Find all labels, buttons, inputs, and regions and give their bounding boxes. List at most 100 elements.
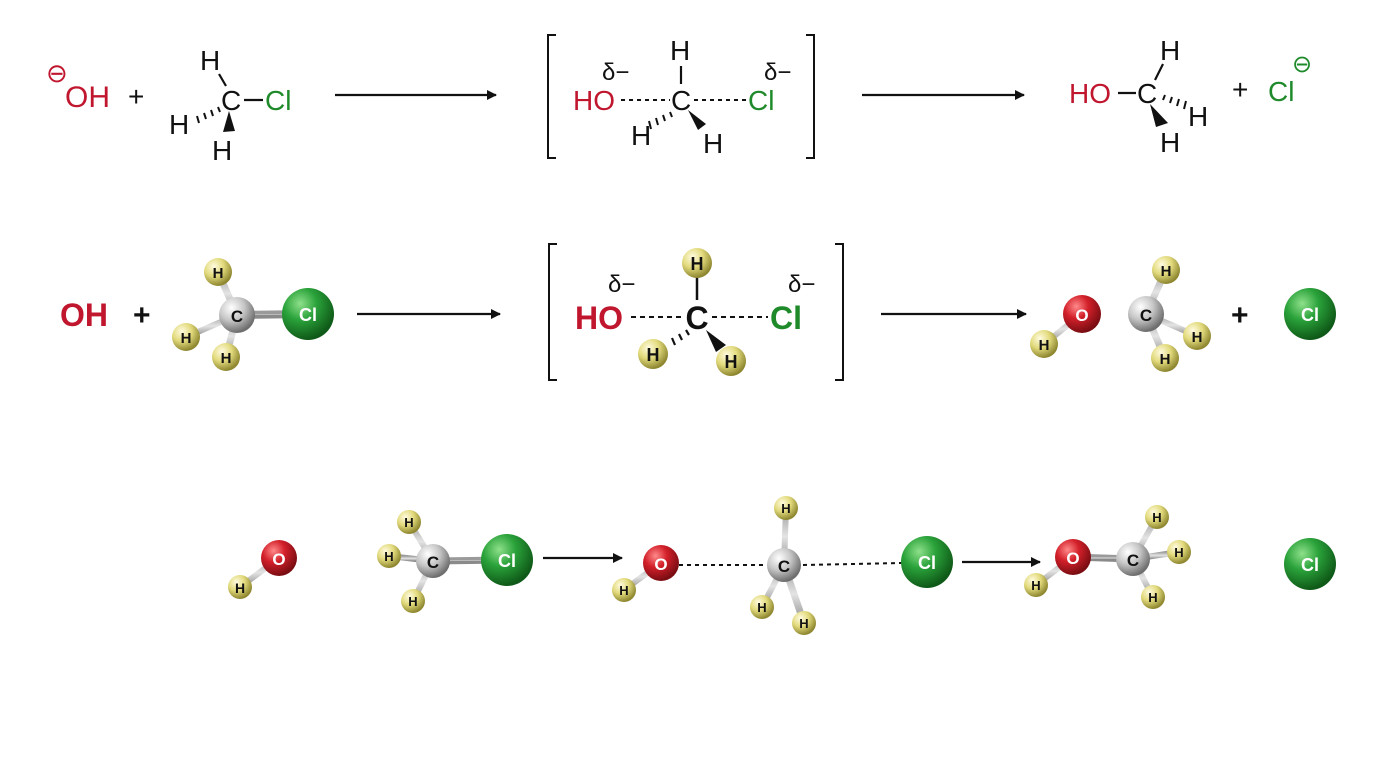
hydrogen-atom <box>1145 505 1169 529</box>
carbon-atom <box>1116 542 1150 576</box>
product-bond-c-h-top <box>1154 63 1164 81</box>
hydrogen-atom <box>1024 573 1048 597</box>
hydrogen-atom-label: H <box>619 583 628 598</box>
hydrogen-atom <box>377 544 401 568</box>
hydrogen-atom <box>212 343 240 371</box>
carbon-atom-label: C <box>1140 306 1152 325</box>
carbon-atom <box>219 297 255 333</box>
hydrogen-atom-label: H <box>1152 510 1161 525</box>
row2-ball-and-stick: OH + H H C H Cl δ− δ− HO Cl <box>60 243 1336 381</box>
plus-sign: + <box>1232 74 1248 105</box>
hydrogen-atom-label: H <box>1192 329 1203 346</box>
hydrogen-atom-label: H <box>647 345 660 365</box>
hydrogen-label-bottom: H <box>212 135 232 166</box>
carbon-atom-label: C <box>427 553 439 572</box>
product-hashed-bond <box>1162 94 1187 110</box>
hydrogen-atom <box>1141 585 1165 609</box>
chloride-atom-label: Cl <box>1301 555 1319 575</box>
hydrogen-atom-label: H <box>691 254 704 274</box>
partial-charge-chlorine: δ− <box>788 271 815 298</box>
hydrogen-atom <box>682 248 712 278</box>
hydrogen-atom <box>1151 344 1179 372</box>
hydrogen-atom-label: H <box>1039 337 1050 354</box>
carbon-atom <box>1128 296 1164 332</box>
chlorine-atom <box>901 536 953 588</box>
partial-charge-chlorine: δ− <box>764 59 791 86</box>
carbon-atom <box>416 544 450 578</box>
transition-state-model: H O H H C H Cl <box>612 496 953 635</box>
chlorine-atom-label: Cl <box>299 305 317 325</box>
hydrogen-atom-label: H <box>213 265 224 282</box>
ts-wedge-bond <box>706 330 726 352</box>
ts-carbon-label: C <box>685 300 708 336</box>
chlorine-atom <box>481 534 533 586</box>
carbon-atom-label: C <box>1127 551 1139 570</box>
oxygen-atom-label: O <box>654 555 667 574</box>
chloride-atom <box>1284 538 1336 590</box>
partial-charge-oxygen: δ− <box>602 59 629 86</box>
oxygen-atom <box>1063 295 1101 333</box>
hydrogen-atom-label: H <box>221 350 232 367</box>
hydrogen-atom <box>1030 330 1058 358</box>
hydrogen-atom-label: H <box>408 594 417 609</box>
carbon-atom <box>767 548 801 582</box>
chloride-atom-label: Cl <box>1301 305 1319 325</box>
oxygen-atom-label: O <box>272 550 285 569</box>
oxygen-atom-label: O <box>1075 306 1088 325</box>
chloride-label: Cl <box>1268 76 1294 107</box>
bond-c-h-top <box>218 73 227 87</box>
ts-hashed-bond <box>648 111 673 130</box>
hydrogen-atom-label: H <box>384 549 393 564</box>
ts-hydrogen-top: H <box>670 35 690 66</box>
hashed-bond <box>196 106 221 124</box>
chloromethane-model: H H C H Cl <box>377 510 533 613</box>
ts-hashed-bond <box>670 329 690 346</box>
carbon-atom-label: C <box>778 557 790 576</box>
hydrogen-label-top: H <box>200 45 220 76</box>
bracket-left <box>547 34 556 159</box>
negative-charge-icon: ⊖ <box>46 58 68 88</box>
product-hydrogen-top: H <box>1160 35 1180 66</box>
hydrogen-atom-label: H <box>1161 263 1172 280</box>
hydrogen-atom <box>1167 540 1191 564</box>
hydrogen-atom-label: H <box>1174 545 1183 560</box>
product-ho-label: HO <box>1069 78 1111 109</box>
hydrogen-atom <box>1183 322 1211 350</box>
hydrogen-atom <box>716 346 746 376</box>
hydrogen-atom-label: H <box>1148 590 1157 605</box>
hydrogen-atom <box>750 595 774 619</box>
methanol-model: H O H C H H <box>1030 256 1211 372</box>
ts-hydrogen-left: H <box>631 120 651 151</box>
chlorine-atom-label: Cl <box>498 551 516 571</box>
chlorine-atom-label: Cl <box>918 553 936 573</box>
hydroxide-label: OH <box>65 81 110 114</box>
hydrogen-atom <box>204 258 232 286</box>
hydrogen-atom-label: H <box>181 330 192 347</box>
hydrogen-atom <box>1152 256 1180 284</box>
hydrogen-atom <box>401 589 425 613</box>
oxygen-atom <box>1055 539 1091 575</box>
ts-ho-label: HO <box>573 85 615 116</box>
plus-sign: + <box>1231 299 1249 332</box>
partial-charge-oxygen: δ− <box>608 271 635 298</box>
hydrogen-atom-label: H <box>404 515 413 530</box>
row1-lewis-structures: ⊖ OH + H C Cl H H δ− δ− HO H C Cl <box>46 34 1312 166</box>
ts-ho-label: HO <box>575 300 623 336</box>
product-carbon-label: C <box>1137 78 1157 109</box>
oxygen-atom-label: O <box>1066 549 1079 568</box>
chlorine-atom <box>282 288 334 340</box>
hydrogen-atom-label: H <box>1031 578 1040 593</box>
hydroxide-model: H O <box>228 540 297 599</box>
chlorine-label: Cl <box>265 85 291 116</box>
product-hydrogen-right: H <box>1188 101 1208 132</box>
hydrogen-atom <box>792 611 816 635</box>
hydrogen-atom <box>172 323 200 351</box>
ts-chlorine-label: Cl <box>770 300 802 336</box>
hydrogen-atom-label: H <box>1160 351 1171 368</box>
hydroxide-label: OH <box>60 297 108 333</box>
ts-hydrogen-right: H <box>703 128 723 159</box>
bracket-left <box>548 243 557 381</box>
hydrogen-atom-label: H <box>781 501 790 516</box>
methanol-model: H O H H C H <box>1024 505 1191 609</box>
